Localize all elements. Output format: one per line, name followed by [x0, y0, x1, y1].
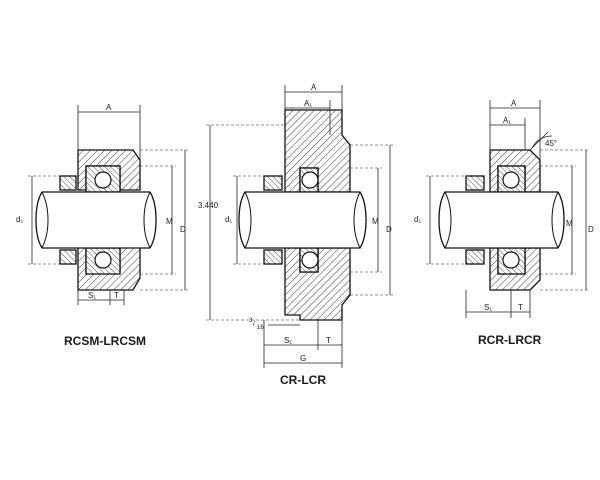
dim-m-label: M — [566, 219, 573, 228]
dim-t-label: T — [518, 303, 523, 312]
dimensions-right: A A₁ 45° d₁ M D S₁ T — [414, 99, 594, 318]
collar — [263, 175, 283, 191]
ball — [301, 251, 319, 269]
shaft-right — [438, 191, 565, 249]
fraction-3-16: 3 / 16 — [249, 318, 300, 331]
svg-text:/: / — [253, 321, 255, 328]
dim-d1-label: d₁ — [414, 215, 421, 224]
dim-a-label: A — [311, 83, 317, 92]
dim-d1-label: d₁ — [225, 215, 232, 224]
shaft — [35, 191, 157, 249]
dim-a-label: A — [106, 103, 112, 112]
shaft-center — [238, 191, 367, 249]
collar — [465, 249, 485, 265]
dim-g-label: G — [300, 354, 306, 363]
bearing-insert — [59, 165, 121, 275]
dim-d-label: D — [386, 225, 392, 234]
bearing-insert-center — [263, 167, 319, 273]
ball — [94, 251, 112, 269]
dim-t-label: T — [326, 336, 331, 345]
dim-d-label: D — [588, 225, 594, 234]
caption-rcr-lrcr: RCR-LRCR — [478, 333, 542, 347]
fraction-numerator: 3 — [249, 318, 253, 324]
ball — [502, 251, 520, 269]
dim-m-label: M — [372, 217, 379, 226]
dim-d1-label: d₁ — [16, 215, 23, 224]
dim-t-label: T — [114, 291, 119, 300]
dim-a-label: A — [511, 99, 517, 108]
dimensions-center: A A₁ 3.440 d₁ M D 3 / 16 — [198, 83, 394, 368]
flanged-housing — [284, 109, 351, 321]
dim-m-label: M — [166, 217, 173, 226]
dimensions-left: A d₁ M D S₁ T — [16, 103, 189, 305]
rcsm-lrcsm-drawing: A d₁ M D S₁ T RCSM-LRCSM — [16, 103, 189, 348]
collar — [59, 249, 77, 265]
ball — [502, 171, 520, 189]
collar — [59, 175, 77, 191]
caption-cr-lcr: CR-LCR — [280, 373, 326, 387]
dim-height-value: 3.440 — [198, 201, 219, 210]
dim-d-label: D — [180, 225, 186, 234]
ball — [301, 171, 319, 189]
collar — [263, 249, 283, 265]
ball — [94, 171, 112, 189]
dim-s1-label: S₁ — [484, 303, 492, 312]
dim-a1-label: A₁ — [503, 116, 511, 125]
angle-label: 45° — [545, 139, 557, 148]
dim-s1-label: S₁ — [284, 336, 292, 345]
cr-lcr-drawing: A A₁ 3.440 d₁ M D 3 / 16 — [198, 83, 394, 387]
caption-rcsm-lrcsm: RCSM-LRCSM — [64, 334, 146, 348]
fraction-denominator: 16 — [257, 325, 264, 331]
dim-a1-label: A₁ — [304, 99, 312, 108]
dim-s1-label: S₁ — [88, 291, 96, 300]
collar — [465, 175, 485, 191]
rcr-lrcr-drawing: A A₁ 45° d₁ M D S₁ T RCR- — [414, 99, 594, 347]
